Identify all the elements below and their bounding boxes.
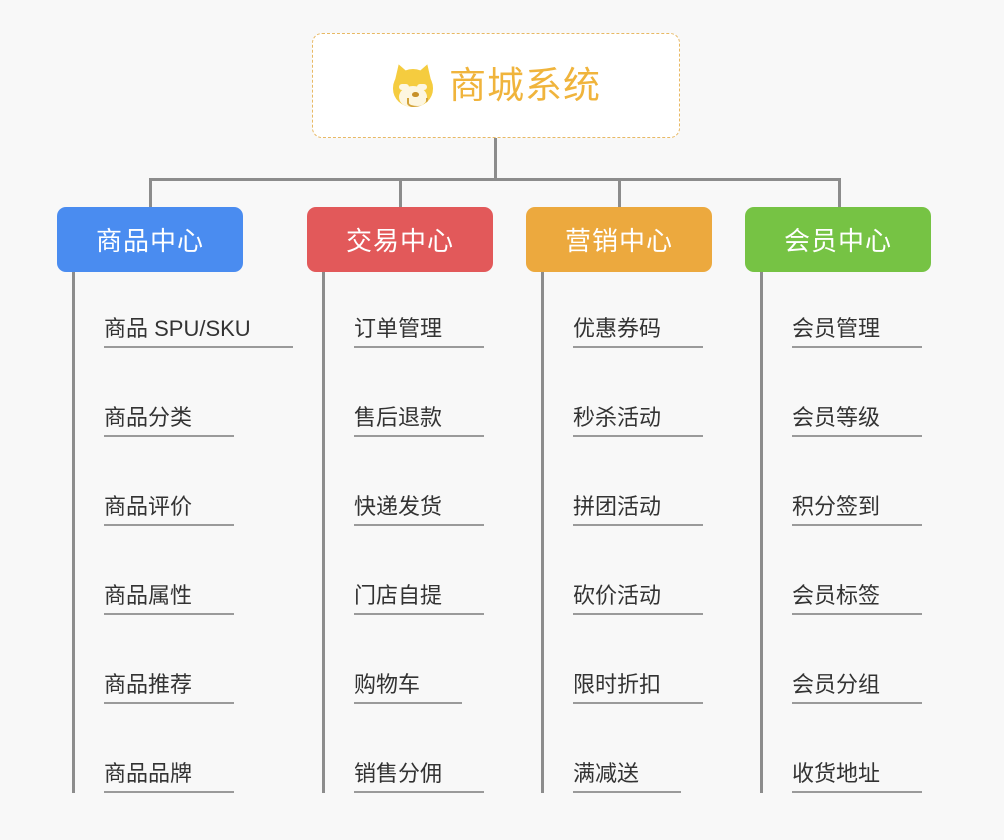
leaf-item[interactable]: 限时折扣 (541, 658, 704, 704)
leaf-item-label: 购物车 (354, 672, 463, 704)
leaf-item-label: 拼团活动 (573, 494, 704, 526)
leaf-item-label: 会员管理 (792, 316, 923, 348)
leaf-item-label: 砍价活动 (573, 583, 704, 615)
leaf-item-label: 销售分佣 (354, 761, 485, 793)
leaf-item[interactable]: 会员等级 (760, 391, 923, 437)
connector-drop-member-center (838, 178, 841, 210)
leaf-item-label: 收货地址 (792, 761, 923, 793)
leaf-item[interactable]: 秒杀活动 (541, 391, 704, 437)
leaf-item[interactable]: 会员分组 (760, 658, 923, 704)
connector-drop-trade-center (399, 178, 402, 210)
leaf-item-label: 商品分类 (104, 405, 235, 437)
shiba-dog-face-icon (390, 61, 436, 108)
leaf-item[interactable]: 优惠券码 (541, 302, 704, 348)
leaf-item-label: 积分签到 (792, 494, 923, 526)
branch-header-product-center[interactable]: 商品中心 (57, 207, 243, 272)
leaf-item[interactable]: 快递发货 (322, 480, 485, 526)
connector-horizontal-bus (149, 178, 841, 181)
connector-root-stem (494, 138, 497, 181)
leaf-item-label: 限时折扣 (573, 672, 704, 704)
leaf-item[interactable]: 会员标签 (760, 569, 923, 615)
leaf-item-label: 会员分组 (792, 672, 923, 704)
leaf-item-label: 会员等级 (792, 405, 923, 437)
branch-trunk-marketing-center (541, 272, 544, 793)
leaf-item-label: 商品品牌 (104, 761, 235, 793)
leaf-item-label: 满减送 (573, 761, 682, 793)
leaf-item[interactable]: 满减送 (541, 747, 682, 793)
leaf-item-label: 商品 SPU/SKU (104, 316, 293, 348)
leaf-item[interactable]: 商品 SPU/SKU (72, 302, 293, 348)
connector-drop-marketing-center (618, 178, 621, 210)
leaf-item-label: 商品推荐 (104, 672, 235, 704)
root-title: 商城系统 (449, 65, 601, 106)
leaf-item-label: 售后退款 (354, 405, 485, 437)
branch-trunk-member-center (760, 272, 763, 793)
leaf-item[interactable]: 商品分类 (72, 391, 235, 437)
leaf-item-label: 商品评价 (104, 494, 235, 526)
leaf-item-label: 优惠券码 (573, 316, 704, 348)
leaf-item[interactable]: 会员管理 (760, 302, 923, 348)
leaf-item-label: 订单管理 (354, 316, 485, 348)
root-node[interactable]: 商城系统 (312, 33, 680, 138)
leaf-item[interactable]: 积分签到 (760, 480, 923, 526)
leaf-item[interactable]: 售后退款 (322, 391, 485, 437)
leaf-item[interactable]: 商品品牌 (72, 747, 235, 793)
branch-header-marketing-center[interactable]: 营销中心 (526, 207, 712, 272)
leaf-item[interactable]: 门店自提 (322, 569, 485, 615)
leaf-item-label: 秒杀活动 (573, 405, 704, 437)
branch-header-member-center[interactable]: 会员中心 (745, 207, 931, 272)
leaf-item-label: 会员标签 (792, 583, 923, 615)
branch-trunk-trade-center (322, 272, 325, 793)
leaf-item[interactable]: 商品属性 (72, 569, 235, 615)
leaf-item-label: 商品属性 (104, 583, 235, 615)
connector-drop-product-center (149, 178, 152, 210)
branch-header-trade-center[interactable]: 交易中心 (307, 207, 493, 272)
leaf-item[interactable]: 商品评价 (72, 480, 235, 526)
leaf-item[interactable]: 收货地址 (760, 747, 923, 793)
leaf-item[interactable]: 销售分佣 (322, 747, 485, 793)
leaf-item[interactable]: 砍价活动 (541, 569, 704, 615)
leaf-item[interactable]: 商品推荐 (72, 658, 235, 704)
leaf-item-label: 门店自提 (354, 583, 485, 615)
leaf-item[interactable]: 购物车 (322, 658, 463, 704)
leaf-item[interactable]: 拼团活动 (541, 480, 704, 526)
leaf-item[interactable]: 订单管理 (322, 302, 485, 348)
leaf-item-label: 快递发货 (354, 494, 485, 526)
branch-trunk-product-center (72, 272, 75, 793)
